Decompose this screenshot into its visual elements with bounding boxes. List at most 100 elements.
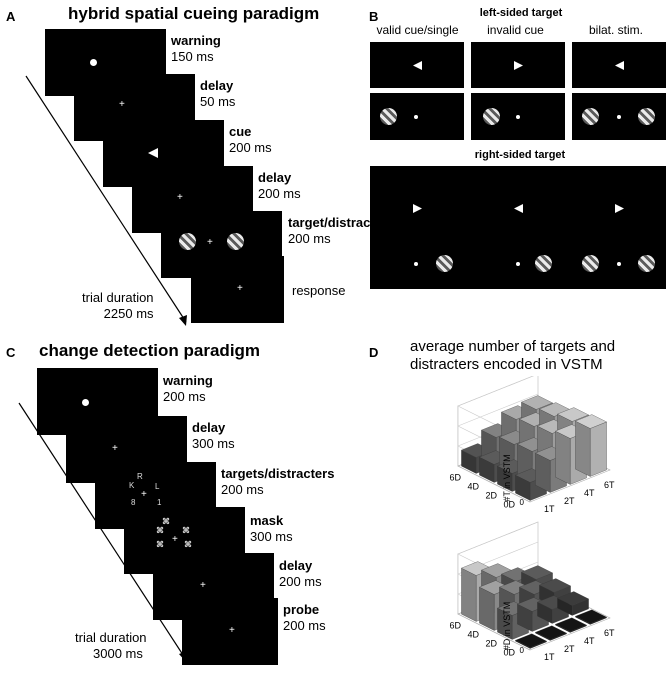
panel-b-gap xyxy=(370,140,666,166)
mask-glyph: ⌘ xyxy=(162,517,170,526)
cue-arrow-left xyxy=(514,204,523,213)
grating-left xyxy=(483,108,500,125)
fixation-dot xyxy=(516,262,520,266)
panel-b-col-2b: invalid cue xyxy=(487,166,544,180)
t-axis-label: 1T xyxy=(544,652,555,662)
t-axis-label: 2T xyxy=(564,644,575,654)
b-left-valid-stim xyxy=(370,93,464,140)
b-left-bilat-cue xyxy=(572,42,666,88)
t-axis-label: 2T xyxy=(564,496,575,506)
panel-b-col-3b: bilat. stim. xyxy=(588,166,643,180)
separator xyxy=(565,42,572,140)
panel-b-col-3: bilat. stim. xyxy=(588,23,643,37)
d-axis-label: 2D xyxy=(485,639,497,649)
b-right-bilat-stim xyxy=(572,238,666,289)
panel-c-title: change detection paradigm xyxy=(39,341,261,360)
fixation-dot xyxy=(516,115,520,119)
d-axis-label: 4D xyxy=(467,482,479,492)
t-axis-label: 6T xyxy=(604,480,615,490)
mask-glyph: ⌘ xyxy=(156,540,164,549)
mask-glyph: ⌘ xyxy=(182,526,190,535)
fixation-cross: + xyxy=(112,443,118,454)
d-axis-label: 0D xyxy=(503,648,515,658)
screen-a-response: + xyxy=(191,256,284,323)
grating-right xyxy=(436,255,453,272)
fixation-dot xyxy=(414,262,418,266)
bar-0D-6T xyxy=(575,414,607,477)
mask-glyph: ⌘ xyxy=(156,526,164,535)
timeline-arrow-a xyxy=(25,75,187,323)
fixation-cross: + xyxy=(200,580,206,591)
cue-arrow-right xyxy=(514,61,523,70)
panel-b-left-block xyxy=(370,42,666,289)
bar-0D-1T xyxy=(515,633,547,649)
z-tick-label: 0 xyxy=(520,646,525,655)
fixation-cross: + xyxy=(119,99,125,110)
fixation-dot xyxy=(617,115,621,119)
b-right-invalid-stim xyxy=(471,238,565,289)
grating-left xyxy=(179,233,196,250)
d-axis-label: 4D xyxy=(467,630,479,640)
t-axis-label: 6T xyxy=(604,628,615,638)
panel-b-col-1: valid cue/single xyxy=(376,23,459,37)
grating-left xyxy=(582,108,599,125)
grating-left xyxy=(380,108,397,125)
mask-glyph: ⌘ xyxy=(184,540,192,549)
panel-b-col-2: invalid cue xyxy=(487,23,544,37)
fixation-cross: + xyxy=(172,534,178,545)
t-axis-label: 1T xyxy=(544,504,555,514)
panel-b-letter: B xyxy=(369,9,379,24)
d-axis-label: 6D xyxy=(449,621,461,631)
cue-arrow-left xyxy=(413,61,422,70)
stim-letter: L xyxy=(155,482,160,491)
grating-right xyxy=(638,255,655,272)
cue-arrow-left xyxy=(148,148,158,158)
panel-b-col-1b: valid cue/single xyxy=(376,166,459,180)
stim-letter: 8 xyxy=(131,498,136,507)
b-right-invalid-cue xyxy=(471,185,565,232)
fixation-cross: + xyxy=(177,192,183,203)
bar-0D-4T xyxy=(555,617,587,633)
z-axis-label: #D in VSTM xyxy=(502,602,512,651)
b-left-invalid-stim xyxy=(471,93,565,140)
b-left-valid-cue xyxy=(370,42,464,88)
b-right-valid-cue xyxy=(370,185,464,232)
label-a-response: response xyxy=(292,283,346,298)
cue-arrow-right xyxy=(615,204,624,213)
fixation-cross: + xyxy=(141,489,147,500)
cue-arrow-left xyxy=(615,61,624,70)
grating-right xyxy=(227,233,244,250)
panel-b-left-title: left-sided target xyxy=(479,7,563,19)
panel-a-title: hybrid spatial cueing paradigm xyxy=(68,4,320,23)
b-left-bilat-stim xyxy=(572,93,666,140)
cue-arrow-right xyxy=(413,204,422,213)
fixation-cross: + xyxy=(229,625,235,636)
grating-right xyxy=(638,108,655,125)
b-left-invalid-cue xyxy=(471,42,565,88)
separator xyxy=(464,42,471,140)
b-right-bilat-cue xyxy=(572,185,666,232)
z-axis-label: #T in VSTM xyxy=(502,454,512,501)
fixation-cross: + xyxy=(207,237,213,248)
stim-letter: R xyxy=(137,472,143,481)
panel-c-letter: C xyxy=(6,345,16,360)
z-tick-label: 0 xyxy=(520,498,525,507)
panel-b-right-title: right-sided target xyxy=(474,149,566,161)
separator xyxy=(370,88,666,93)
bar-0D-6T xyxy=(575,609,607,625)
panel-d-letter: D xyxy=(369,345,379,360)
stim-letter: 1 xyxy=(157,498,162,507)
fixation-dot xyxy=(617,262,621,266)
d-axis-label: 6D xyxy=(449,473,461,483)
t-axis-label: 4T xyxy=(584,488,595,498)
